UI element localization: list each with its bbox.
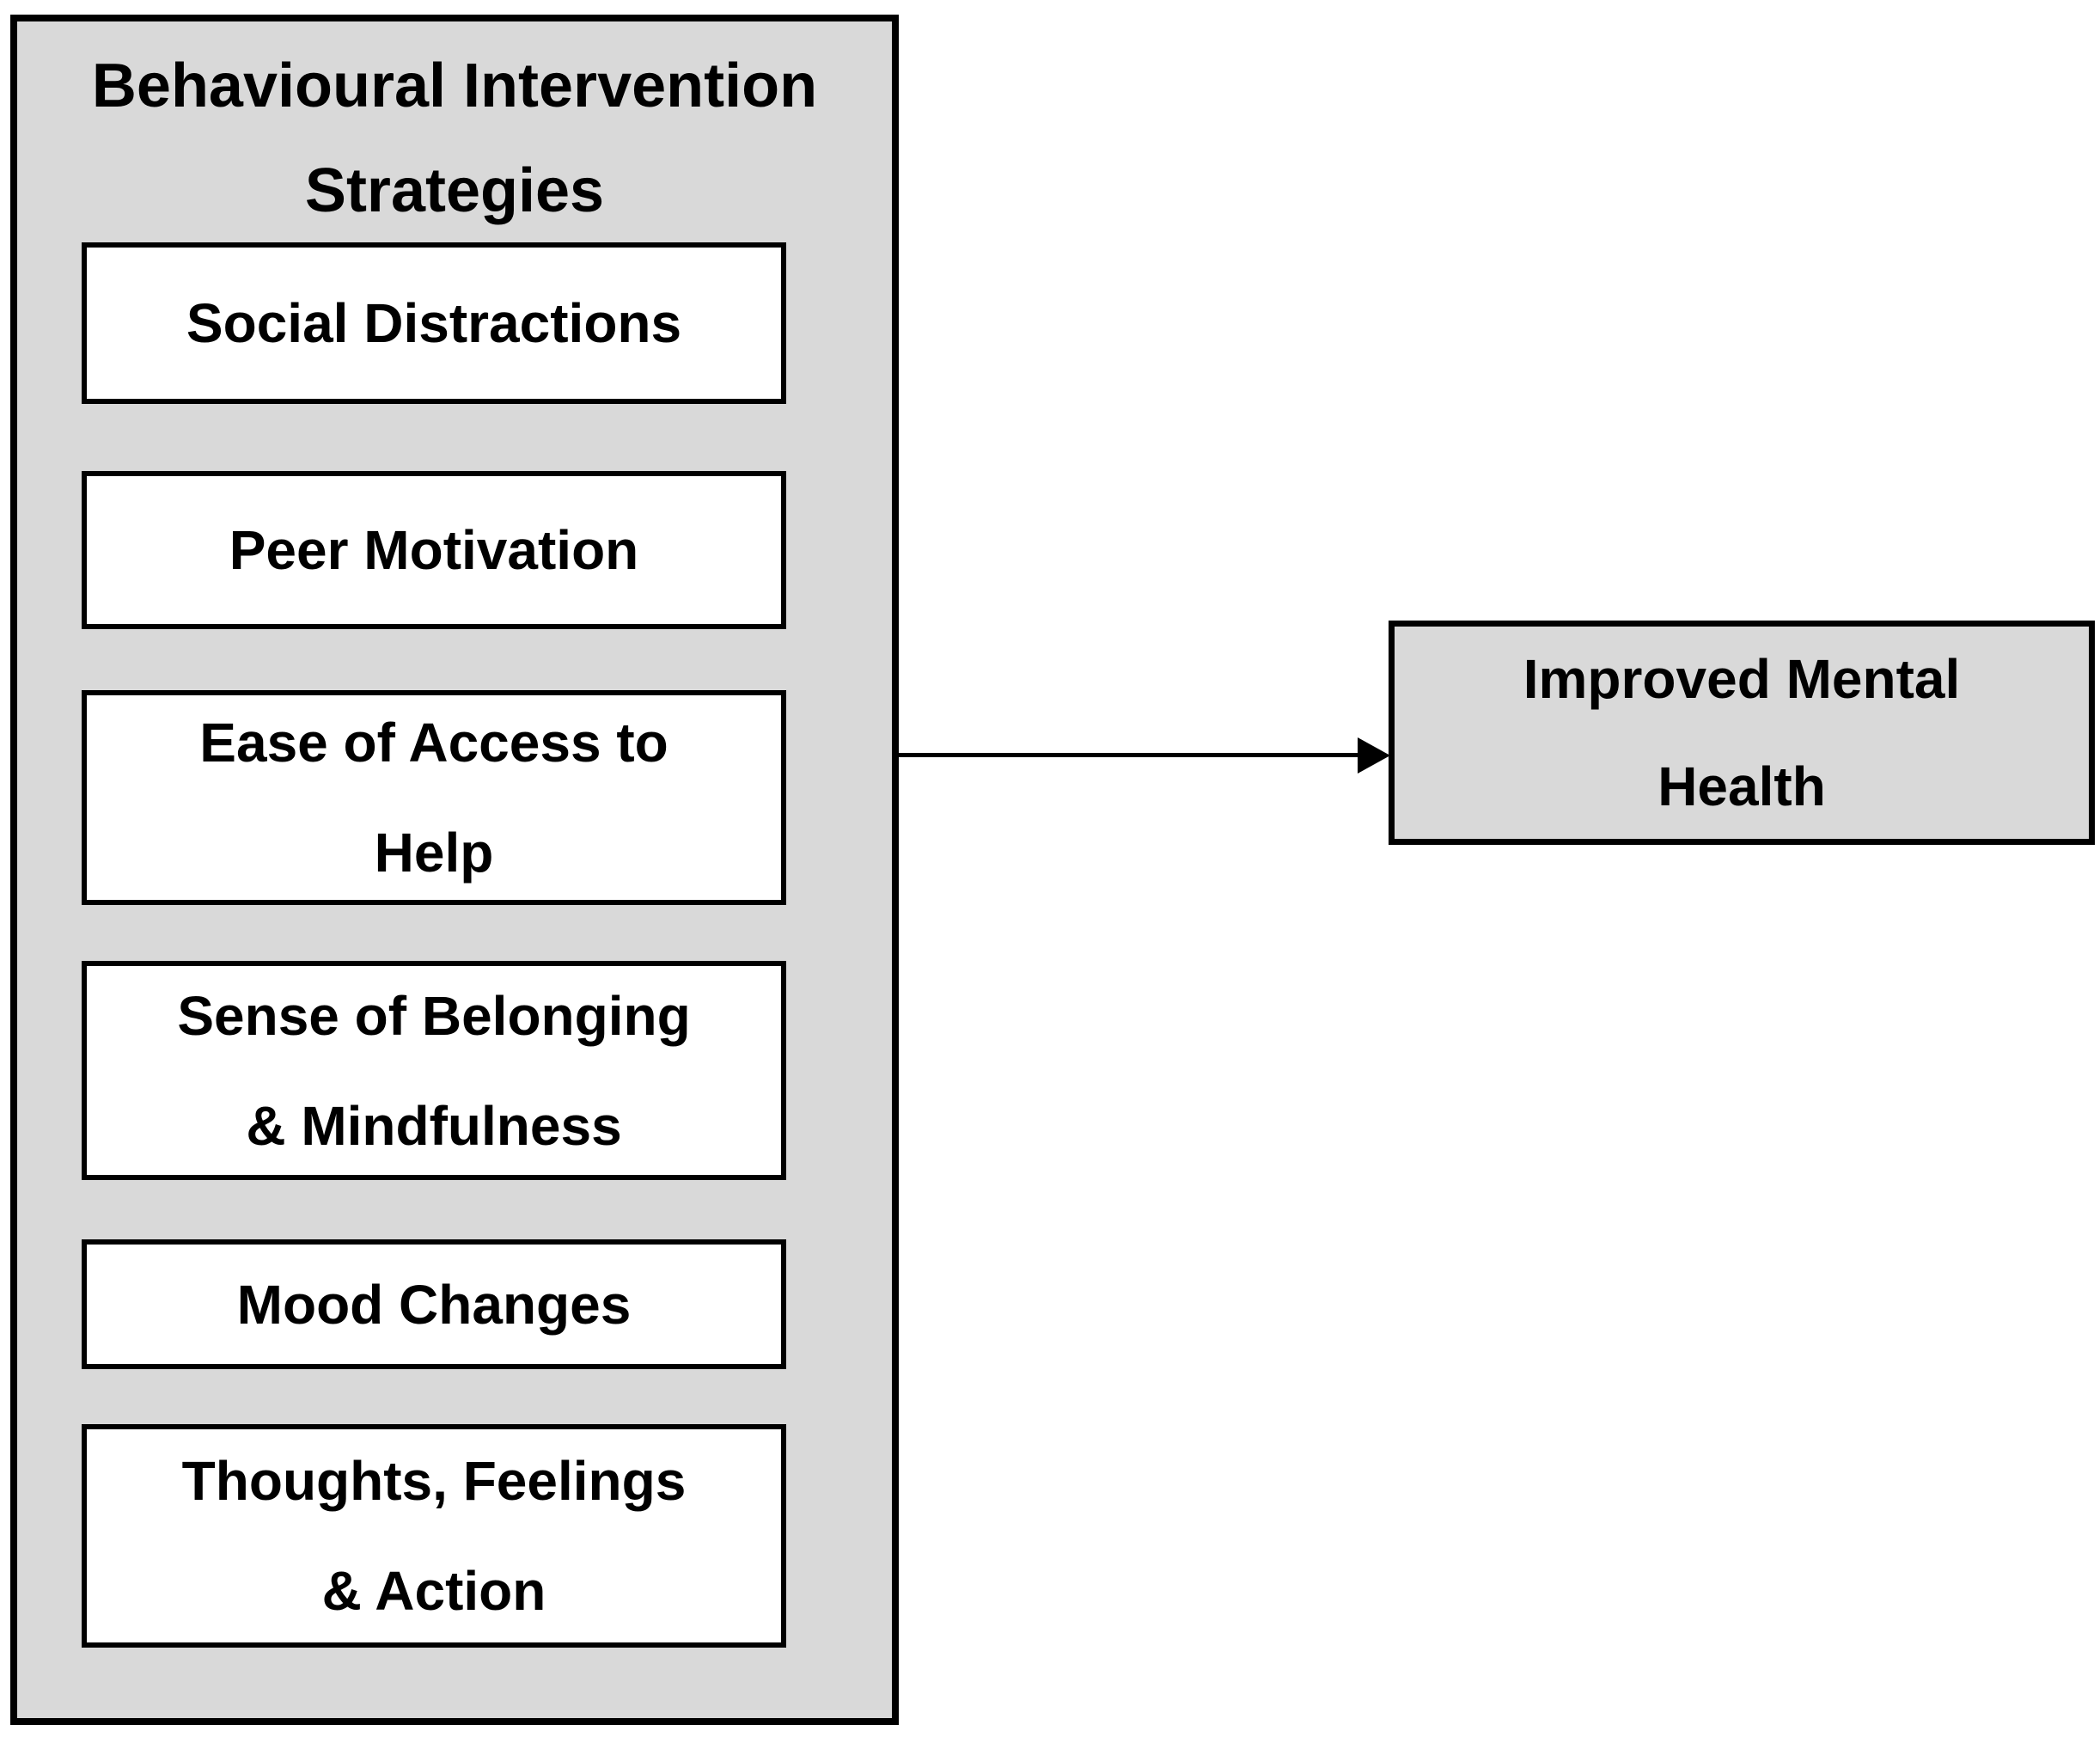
strategy-label: Mood Changes <box>236 1273 632 1336</box>
strategy-box-thoughts-feelings-action: Thoughts, Feelings & Action <box>82 1424 786 1648</box>
panel-title-line-2: Strategies <box>304 156 605 226</box>
outcome-box-improved-mental-health: Improved Mental Health <box>1389 621 2095 845</box>
strategy-label-line-2: & Action <box>321 1560 546 1622</box>
strategy-label-line-2: & Mindfulness <box>246 1094 622 1157</box>
connector-arrow-shaft <box>897 753 1363 757</box>
strategy-label-line-1: Sense of Belonging <box>177 984 691 1047</box>
strategy-box-sense-of-belonging-mindfulness: Sense of Belonging & Mindfulness <box>82 961 786 1180</box>
outcome-label-line-1: Improved Mental <box>1523 647 1961 710</box>
strategy-label: Peer Motivation <box>229 519 639 581</box>
outcome-label-line-2: Health <box>1657 755 1826 817</box>
connector-arrow-head-icon <box>1358 737 1390 774</box>
strategy-label-line-1: Ease of Access to <box>199 712 668 774</box>
strategy-label-line-1: Thoughts, Feelings <box>181 1450 687 1512</box>
strategy-box-ease-of-access-to-help: Ease of Access to Help <box>82 690 786 905</box>
strategy-box-social-distractions: Social Distractions <box>82 242 786 404</box>
panel-title-line-1: Behavioural Intervention <box>91 52 818 120</box>
strategy-label: Social Distractions <box>186 292 682 354</box>
strategy-box-peer-motivation: Peer Motivation <box>82 471 786 629</box>
panel-title: Behavioural Intervention Strategies <box>17 34 892 244</box>
strategy-box-mood-changes: Mood Changes <box>82 1239 786 1369</box>
strategy-label-line-2: Help <box>374 822 494 884</box>
strategies-panel: Behavioural Intervention Strategies Soci… <box>10 15 899 1725</box>
